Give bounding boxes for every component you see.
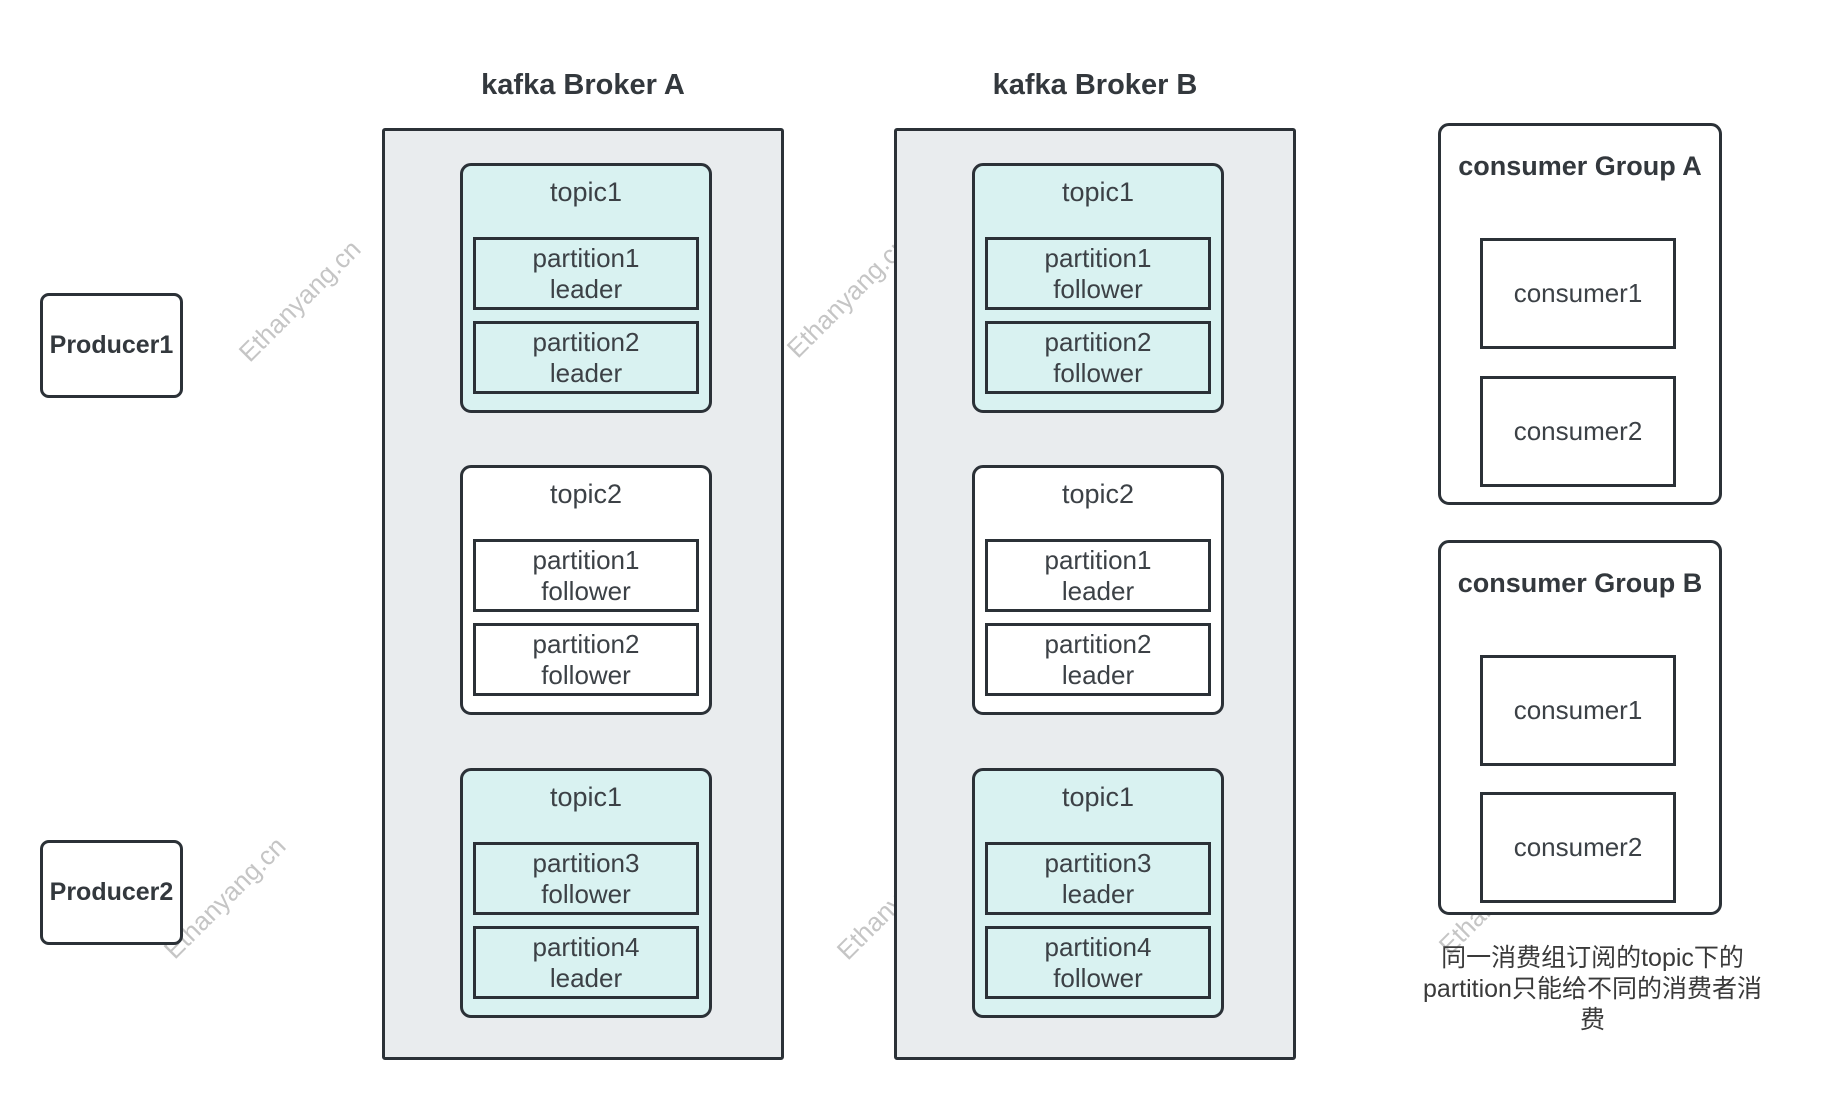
partition-id: partition1 (1044, 544, 1152, 575)
producer2-box: Producer2 (40, 840, 183, 945)
partition-box: partition2 leader (985, 623, 1211, 696)
partition-role: leader (1061, 878, 1135, 909)
note-line: 费 (1579, 1006, 1605, 1034)
partition-id: partition4 (1044, 931, 1152, 962)
partition-role: follower (1053, 273, 1143, 304)
partition-id: partition3 (532, 847, 640, 878)
note-text: 同一消费组订阅的topic下的 partition只能给不同的消费者消 费 (1405, 943, 1780, 1036)
partition-role: leader (1061, 575, 1135, 606)
broker-b-topic1-bottom: topic1 partition3 leader partition4 foll… (972, 768, 1224, 1018)
consumer-group-a-container: consumer Group A consumer1 consumer2 (1438, 123, 1722, 505)
partition-id: partition1 (1044, 242, 1152, 273)
partition-id: partition2 (532, 326, 640, 357)
watermark: Ethanyang.cn (232, 233, 367, 368)
broker-a-topic1-top: topic1 partition1 leader partition2 lead… (460, 163, 712, 413)
broker-b-topic1-top: topic1 partition1 follower partition2 fo… (972, 163, 1224, 413)
broker-a-topic2: topic2 partition1 follower partition2 fo… (460, 465, 712, 715)
partition-role: leader (549, 273, 623, 304)
partition-role: follower (1053, 962, 1143, 993)
partition-id: partition4 (532, 931, 640, 962)
consumer-box: consumer2 (1480, 792, 1676, 903)
partition-box: partition4 follower (985, 926, 1211, 999)
topic-name: topic1 (549, 782, 623, 812)
partition-role: follower (1053, 357, 1143, 388)
partition-role: follower (541, 575, 631, 606)
partition-role: leader (1061, 659, 1135, 690)
partition-id: partition3 (1044, 847, 1152, 878)
partition-box: partition1 follower (473, 539, 699, 612)
partition-id: partition1 (532, 544, 640, 575)
consumer-group-b-container: consumer Group B consumer1 consumer2 (1438, 540, 1722, 915)
partition-box: partition3 follower (473, 842, 699, 915)
topic-name: topic1 (549, 177, 623, 207)
consumer-group-b-title: consumer Group B (1457, 568, 1703, 598)
partition-role: follower (541, 878, 631, 909)
note-line: partition只能给不同的消费者消 (1423, 975, 1762, 1003)
broker-a-container: topic1 partition1 leader partition2 lead… (382, 128, 784, 1060)
partition-role: leader (549, 357, 623, 388)
partition-role: leader (549, 962, 623, 993)
partition-box: partition2 follower (985, 321, 1211, 394)
partition-box: partition1 leader (473, 237, 699, 310)
partition-id: partition2 (532, 628, 640, 659)
partition-box: partition3 leader (985, 842, 1211, 915)
partition-box: partition2 follower (473, 623, 699, 696)
producer1-box: Producer1 (40, 293, 183, 398)
broker-a-topic1-bottom: topic1 partition3 follower partition4 le… (460, 768, 712, 1018)
consumer-box: consumer2 (1480, 376, 1676, 487)
consumer-group-a-title: consumer Group A (1458, 151, 1702, 181)
consumer-box: consumer1 (1480, 238, 1676, 349)
note-line: 同一消费组订阅的topic下的 (1441, 944, 1744, 972)
topic-name: topic2 (549, 479, 623, 509)
topic-name: topic1 (1061, 177, 1135, 207)
topic-name: topic2 (1061, 479, 1135, 509)
partition-id: partition2 (1044, 326, 1152, 357)
consumer-box: consumer1 (1480, 655, 1676, 766)
partition-role: follower (541, 659, 631, 690)
partition-box: partition4 leader (473, 926, 699, 999)
topic-name: topic1 (1061, 782, 1135, 812)
broker-b-topic2: topic2 partition1 leader partition2 lead… (972, 465, 1224, 715)
partition-box: partition2 leader (473, 321, 699, 394)
partition-box: partition1 leader (985, 539, 1211, 612)
partition-id: partition1 (532, 242, 640, 273)
broker-b-title: kafka Broker B (992, 69, 1198, 101)
partition-id: partition2 (1044, 628, 1152, 659)
broker-a-title: kafka Broker A (481, 69, 685, 101)
partition-box: partition1 follower (985, 237, 1211, 310)
broker-b-container: topic1 partition1 follower partition2 fo… (894, 128, 1296, 1060)
